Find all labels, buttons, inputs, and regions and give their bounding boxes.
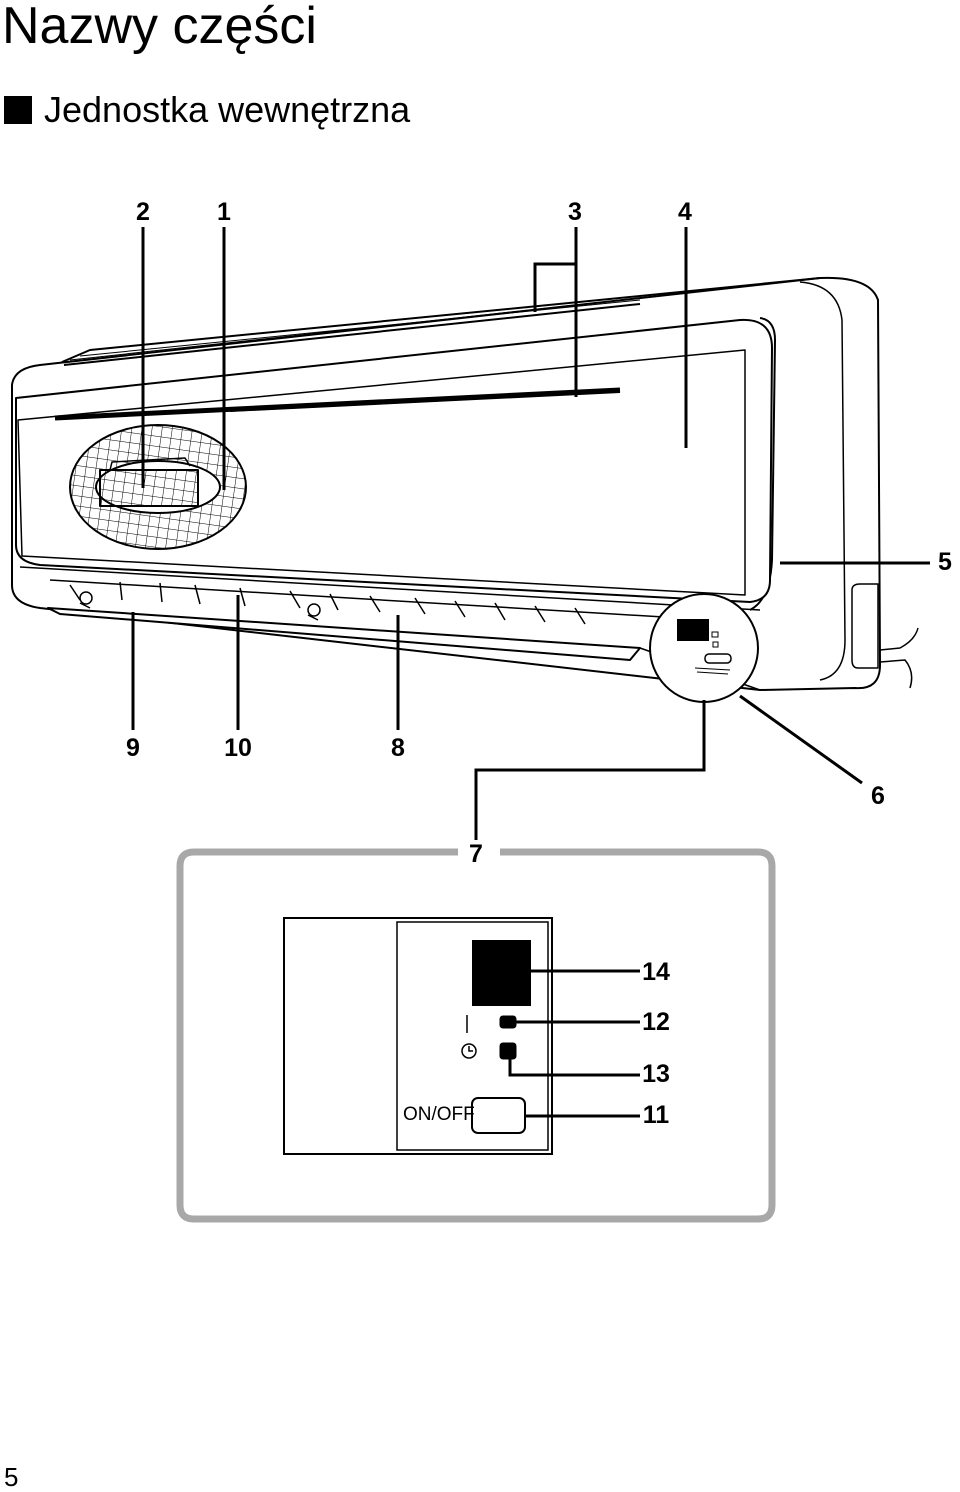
detail-frame bbox=[176, 848, 776, 1223]
section-heading: Jednostka wewnętrzna bbox=[4, 86, 410, 134]
signal-receiver bbox=[472, 940, 531, 1006]
front-slot bbox=[54, 387, 621, 421]
callout-12: 12 bbox=[642, 1008, 670, 1036]
callout-3: 3 bbox=[568, 198, 582, 226]
callout-5: 5 bbox=[938, 548, 952, 576]
display-area-circle bbox=[649, 593, 759, 703]
leader-lines bbox=[131, 227, 930, 840]
callout-4: 4 bbox=[678, 198, 692, 226]
section-heading-text: Jednostka wewnętrzna bbox=[44, 89, 411, 130]
callout-10: 10 bbox=[224, 734, 252, 762]
callout-8: 8 bbox=[391, 734, 405, 762]
control-panel-detail bbox=[176, 848, 776, 1223]
timer-lamp bbox=[499, 1042, 517, 1060]
callout-1: 1 bbox=[217, 198, 231, 226]
page-title: Nazwy części bbox=[2, 0, 317, 55]
callout-11: 11 bbox=[642, 1101, 670, 1129]
callout-9: 9 bbox=[126, 734, 140, 762]
callout-13: 13 bbox=[642, 1060, 670, 1088]
filter-cartridge bbox=[99, 469, 199, 507]
callout-6: 6 bbox=[871, 782, 885, 810]
timer-icon bbox=[461, 1043, 477, 1059]
panel-leader-lines bbox=[492, 969, 640, 1118]
page-number: 5 bbox=[4, 1462, 19, 1492]
top-air-inlet bbox=[61, 277, 821, 363]
horizontal-flap bbox=[47, 607, 641, 661]
leader-13 bbox=[508, 1051, 640, 1077]
callout-2: 2 bbox=[136, 198, 150, 226]
side-panel bbox=[749, 317, 776, 611]
leader-7 bbox=[474, 700, 706, 840]
leader-6 bbox=[739, 694, 863, 785]
leader-3-bracket bbox=[533, 262, 576, 312]
square-bullet-icon bbox=[4, 96, 32, 124]
panel-inner bbox=[396, 921, 549, 1151]
onoff-label: ON/OFF bbox=[403, 1104, 475, 1125]
indoor-unit bbox=[11, 276, 919, 691]
callout-14: 14 bbox=[642, 958, 670, 986]
callout-7: 7 bbox=[469, 840, 483, 868]
